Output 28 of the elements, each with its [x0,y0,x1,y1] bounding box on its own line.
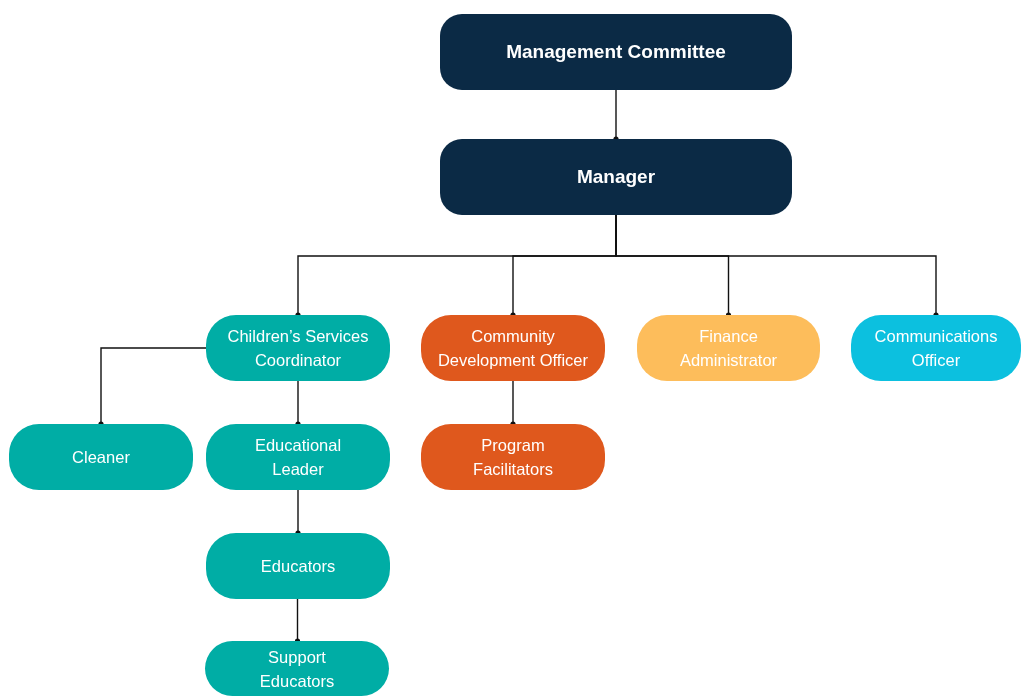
role-box [637,315,820,381]
role-title: Educators [260,556,336,577]
role-title: Communications Officer [873,326,999,371]
connector-line [295,489,301,536]
role-title: Educational Leader [253,435,343,480]
role-title: Finance Administrator [678,326,779,371]
connector-line [294,598,301,644]
role-title: Management Committee [506,40,726,64]
role-title: Program Facilitators [472,435,554,480]
connector-line [613,89,619,142]
connector-line [98,347,207,427]
role-title: Manager [576,165,656,189]
role-title: Children’s Services Coordinator [226,326,370,371]
connector-line [510,380,516,427]
role-box [206,315,390,381]
role-box [206,424,390,490]
role-box [206,533,390,599]
role-title: Community Development Officer [436,326,590,371]
role-box [440,139,792,215]
connector-line [295,380,301,427]
role-box [851,315,1021,381]
role-box [205,641,389,696]
role-box [421,424,605,490]
role-box [9,424,193,490]
role-box [440,14,792,90]
role-title: Cleaner [72,447,130,468]
role-box [421,315,605,381]
role-title: Support Educators [258,646,336,692]
